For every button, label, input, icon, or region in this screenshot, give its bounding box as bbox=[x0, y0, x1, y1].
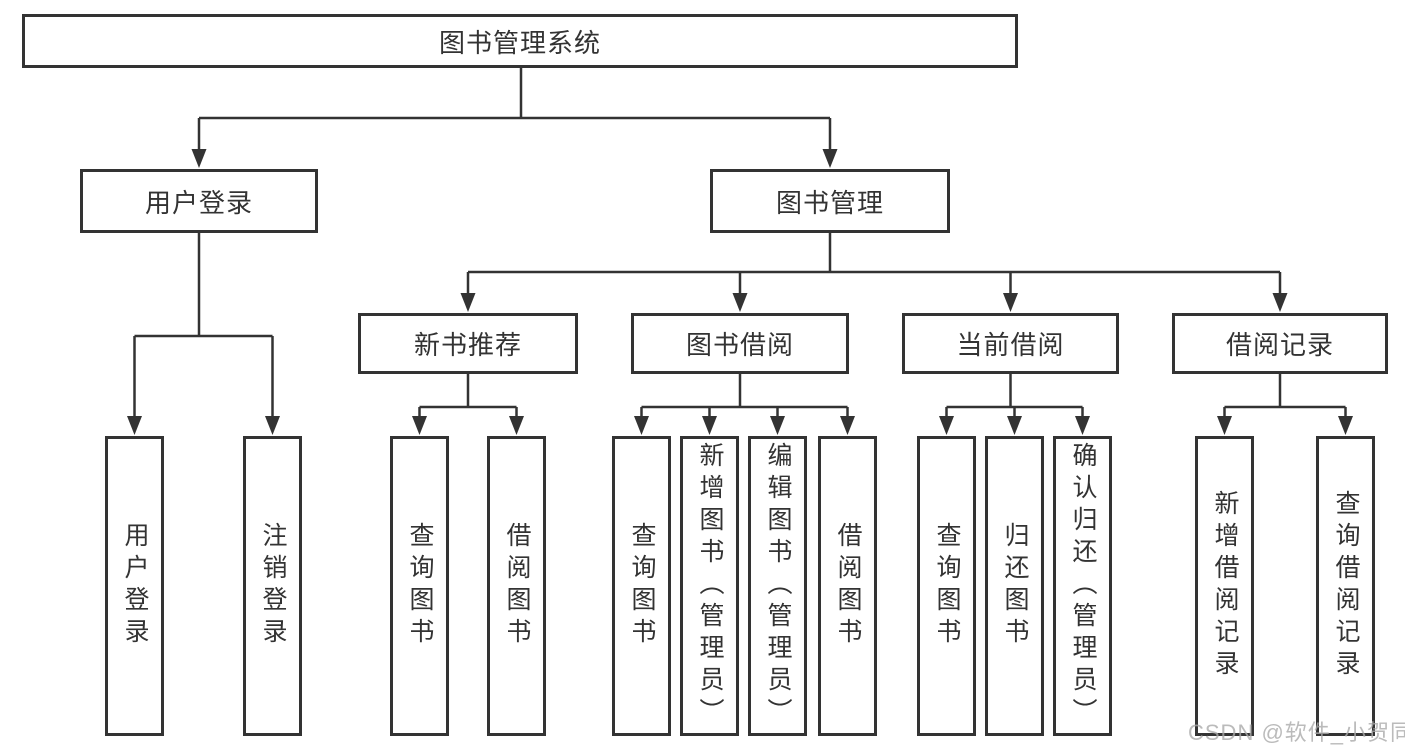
node-label: 用户登录 bbox=[144, 187, 253, 218]
leaf-records-query-borrow-record: 查询借阅记录 bbox=[1316, 436, 1375, 736]
csdn-watermark: CSDN @软件_小贺同学 bbox=[1188, 720, 1405, 745]
node-label: 图书管理 bbox=[775, 187, 884, 218]
node-borrowing-records: 借阅记录 bbox=[1172, 313, 1388, 374]
leaf-borrow-add-books-admin: 新增图书（管理员） bbox=[680, 436, 739, 736]
leaf-label: 新增借阅记录 bbox=[1211, 490, 1239, 682]
leaf-borrow-borrow-books: 借阅图书 bbox=[818, 436, 877, 736]
node-label: 当前借阅 bbox=[956, 330, 1065, 360]
leaf-borrow-edit-books-admin: 编辑图书（管理员） bbox=[748, 436, 807, 736]
leaf-label: 查询图书 bbox=[628, 522, 656, 650]
leaf-newrec-borrow-books: 借阅图书 bbox=[487, 436, 546, 736]
leaf-label: 新增图书（管理员） bbox=[696, 442, 724, 730]
leaf-label: 归还图书 bbox=[1001, 522, 1029, 650]
leaf-label: 借阅图书 bbox=[503, 522, 531, 650]
node-user-login: 用户登录 bbox=[80, 169, 318, 233]
leaf-current-confirm-return-admin: 确认归还（管理员） bbox=[1053, 436, 1112, 736]
node-library-management-system: 图书管理系统 bbox=[22, 14, 1018, 68]
leaf-borrow-query-books: 查询图书 bbox=[612, 436, 671, 736]
leaf-newrec-query-books: 查询图书 bbox=[390, 436, 449, 736]
leaf-label: 用户登录 bbox=[121, 522, 149, 650]
node-label: 借阅记录 bbox=[1225, 330, 1334, 360]
node-label: 图书借阅 bbox=[685, 330, 794, 360]
leaf-logout: 注销登录 bbox=[243, 436, 302, 736]
node-current-borrowing: 当前借阅 bbox=[902, 313, 1119, 374]
leaf-label: 注销登录 bbox=[259, 522, 287, 650]
leaf-records-add-borrow-record: 新增借阅记录 bbox=[1195, 436, 1254, 736]
leaf-current-query-books: 查询图书 bbox=[917, 436, 976, 736]
node-label: 新书推荐 bbox=[413, 330, 522, 360]
leaf-label: 确认归还（管理员） bbox=[1069, 442, 1097, 730]
node-book-management: 图书管理 bbox=[710, 169, 950, 233]
node-new-book-recommendation: 新书推荐 bbox=[358, 313, 578, 374]
leaf-current-return-books: 归还图书 bbox=[985, 436, 1044, 736]
node-label: 图书管理系统 bbox=[438, 27, 601, 58]
leaf-label: 编辑图书（管理员） bbox=[764, 442, 792, 730]
leaf-label: 借阅图书 bbox=[834, 522, 862, 650]
leaf-user-login: 用户登录 bbox=[105, 436, 164, 736]
node-book-borrowing: 图书借阅 bbox=[631, 313, 849, 374]
leaf-label: 查询图书 bbox=[933, 522, 961, 650]
leaf-label: 查询借阅记录 bbox=[1332, 490, 1360, 682]
leaf-label: 查询图书 bbox=[406, 522, 434, 650]
